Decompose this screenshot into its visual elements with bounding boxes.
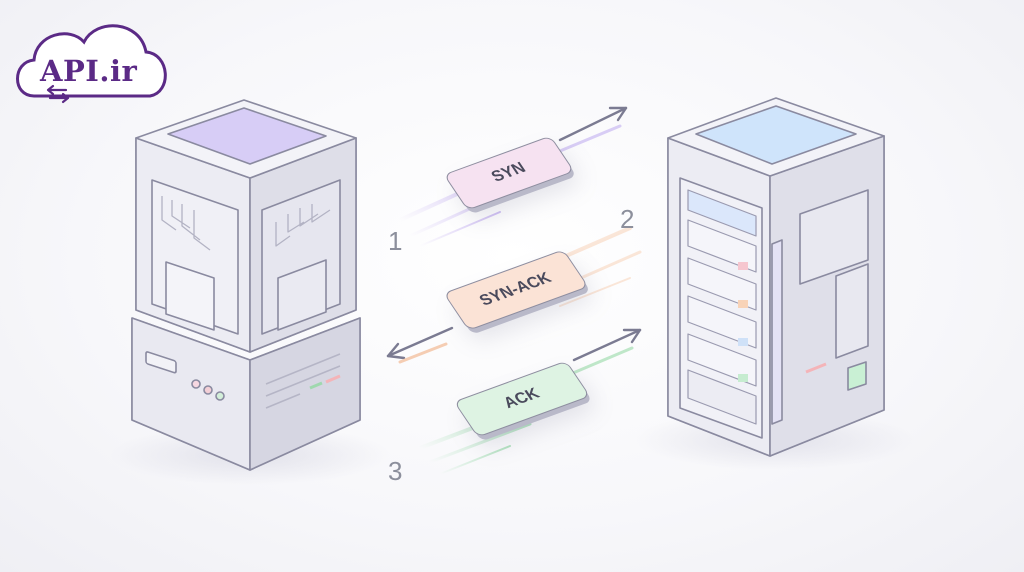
step-number-3: 3 (388, 456, 403, 486)
brand-logo: API.ir (40, 54, 138, 88)
step-number-1: 1 (388, 226, 403, 256)
syn-ack-arrow-icon (386, 326, 454, 360)
server-device (667, 97, 885, 457)
step-number-2: 2 (620, 204, 635, 234)
syn-arrow-icon (558, 106, 628, 142)
logo-cloud-icon (16, 24, 167, 104)
ack-arrow-icon (572, 328, 642, 362)
packet-ack-label: ACK (500, 385, 543, 412)
packet-syn-label: SYN (488, 159, 530, 186)
client-device (131, 99, 361, 471)
